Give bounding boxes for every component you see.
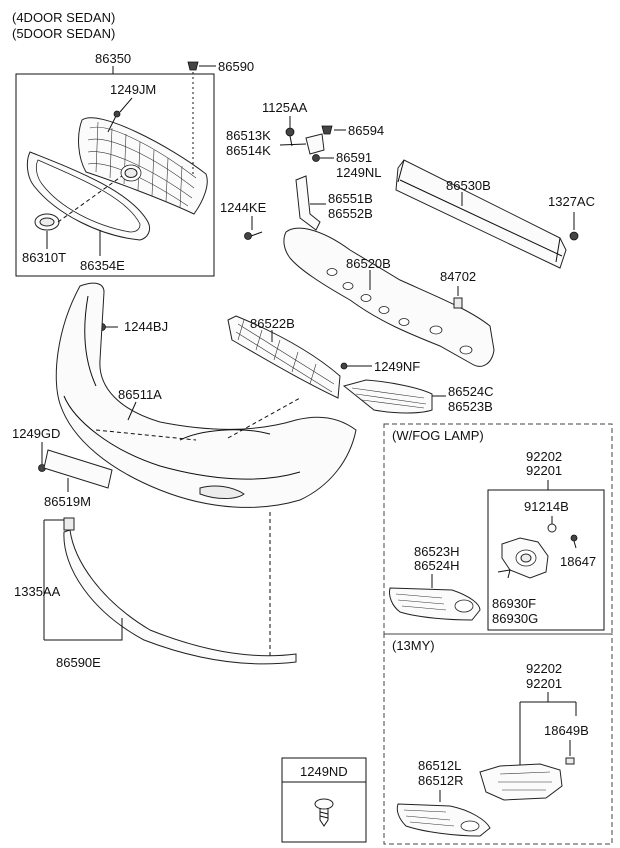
bracket-86519M (43, 449, 113, 489)
leader-86513K (279, 143, 307, 146)
my13-section-title: (13MY) (392, 638, 435, 653)
label-86551B: 86551B (328, 191, 373, 206)
label-1244KE: 1244KE (220, 200, 267, 215)
cover-86524C (342, 379, 433, 414)
emblem-86310T (34, 213, 60, 231)
label-86519M: 86519M (44, 494, 91, 509)
tag-84702 (453, 297, 463, 309)
label-13my-92201: 92201 (526, 676, 562, 691)
label-86512L: 86512L (418, 758, 461, 773)
label-1249GD: 1249GD (12, 426, 60, 441)
label-86930G: 86930G (492, 611, 538, 626)
label-86594: 86594 (348, 123, 384, 138)
lip-86590E (63, 529, 297, 665)
label-86522B: 86522B (250, 316, 295, 331)
bumper-cover-86511A (55, 282, 357, 508)
screw-1249JM (107, 110, 121, 133)
bracket-86551B (295, 175, 321, 231)
label-86513K: 86513K (226, 128, 271, 143)
fog-lamp-86930F (497, 537, 549, 579)
bracket-1335AA-86590E (43, 519, 123, 641)
bezel-86512L (396, 803, 491, 837)
label-86552B: 86552B (328, 206, 373, 221)
leader-1249JM (119, 97, 133, 113)
screw-1244KE (244, 231, 263, 240)
label-1249NL: 1249NL (336, 165, 382, 180)
label-1249ND: 1249ND (300, 764, 348, 779)
clip-86590 (187, 61, 199, 71)
clip-86594 (321, 125, 333, 135)
lower-grille-86522B (227, 315, 341, 399)
bracket-13my-92202 (519, 701, 577, 766)
label-86523B: 86523B (448, 399, 493, 414)
part-1249ND-box (281, 757, 367, 843)
label-1327AC: 1327AC (548, 194, 595, 209)
label-86590: 86590 (218, 59, 254, 74)
label-18649B: 18649B (544, 723, 589, 738)
bolt-1125AA (285, 127, 295, 147)
label-86591: 86591 (336, 150, 372, 165)
bulb-91214B (547, 523, 557, 533)
label-86354E: 86354E (80, 258, 125, 273)
screw-1249ND (314, 798, 334, 827)
model-line-1: (4DOOR SEDAN) (12, 10, 115, 25)
leader-86511A (127, 401, 137, 421)
label-13my-92202: 92202 (526, 661, 562, 676)
label-1249NF: 1249NF (374, 359, 420, 374)
label-86530B: 86530B (446, 178, 491, 193)
label-86930F: 86930F (492, 596, 536, 611)
model-line-2: (5DOOR SEDAN) (12, 26, 115, 41)
clip-1335AA (63, 517, 75, 531)
nut-1327AC (569, 231, 579, 241)
label-86524H: 86524H (414, 558, 460, 573)
label-86512R: 86512R (418, 773, 464, 788)
emblem-guide (57, 175, 123, 223)
bracket-86513K (305, 133, 325, 155)
absorber-86520B (283, 227, 495, 367)
label-fog-92201: 92201 (526, 463, 562, 478)
label-1249JM: 1249JM (110, 82, 156, 97)
upper-grille (78, 117, 208, 215)
label-86514K: 86514K (226, 143, 271, 158)
label-86350: 86350 (95, 51, 131, 66)
label-1244BJ: 1244BJ (124, 319, 168, 334)
label-86520B: 86520B (346, 256, 391, 271)
screw-86591 (312, 154, 320, 162)
label-86590E: 86590E (56, 655, 101, 670)
screw-1249NF (340, 362, 348, 370)
grille-group-box (15, 73, 215, 277)
label-fog-92202: 92202 (526, 449, 562, 464)
fog-lamp-box (487, 489, 605, 631)
label-1335AA: 1335AA (14, 584, 61, 599)
fog-lamp-section-title: (W/FOG LAMP) (392, 428, 484, 443)
label-86511A: 86511A (118, 387, 162, 402)
bulb-18649B (565, 757, 575, 765)
bumper-beam-86530B (395, 159, 567, 269)
grille-frame-86354E (26, 151, 151, 241)
label-86310T: 86310T (22, 250, 66, 265)
fog-cover-86523H (389, 587, 481, 621)
label-86523H: 86523H (414, 544, 460, 559)
label-86524C: 86524C (448, 384, 494, 399)
label-1125AA: 1125AA (262, 100, 308, 115)
my13-section-box (383, 633, 613, 845)
label-84702: 84702 (440, 269, 476, 284)
drl-lamp-92202 (479, 763, 563, 801)
label-18647: 18647 (560, 554, 596, 569)
screw-18647 (570, 534, 578, 549)
cover-guide (95, 429, 197, 441)
label-91214B: 91214B (524, 499, 569, 514)
